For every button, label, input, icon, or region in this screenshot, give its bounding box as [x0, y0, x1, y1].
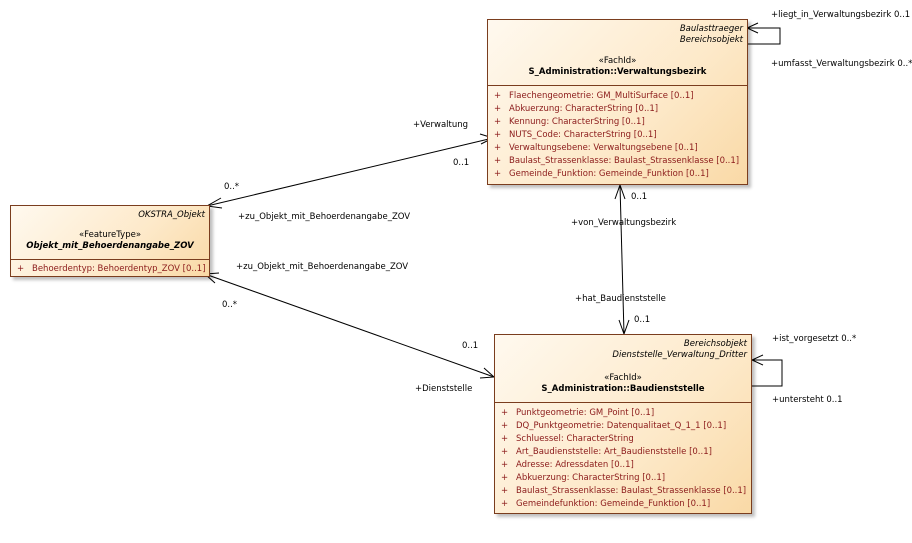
- assoc-verwaltungsbezirk-baudienststelle[interactable]: [619, 184, 625, 335]
- class-verwaltungsbezirk[interactable]: Baulasttraeger Bereichsobjekt «FachId» S…: [487, 19, 748, 185]
- attribute-row[interactable]: +Behoerdentyp: Behoerdentyp_ZOV [0..1]: [17, 264, 206, 274]
- class-header: Baulasttraeger Bereichsobjekt «FachId» S…: [488, 20, 747, 86]
- class-tags: Baulasttraeger Bereichsobjekt: [680, 24, 743, 46]
- role-dienststelle: +Dienststelle: [415, 384, 473, 394]
- class-name: Objekt_mit_Behoerdenangabe_ZOV: [26, 241, 194, 251]
- class-header: Bereichsobjekt Dienststelle_Verwaltung_D…: [495, 335, 751, 403]
- class-name: S_Administration::Verwaltungsbezirk: [528, 67, 707, 77]
- tag-baulasttraeger: Baulasttraeger: [679, 24, 743, 34]
- attribute-row[interactable]: +Schluessel: CharacterString: [501, 434, 634, 444]
- class-tags: OKSTRA_Objekt: [138, 210, 205, 221]
- attribute-row[interactable]: +DQ_Punktgeometrie: Datenqualitaet_Q_1_1…: [501, 421, 727, 431]
- class-stereotype: «FachId»: [604, 373, 642, 383]
- attribute-row[interactable]: +Kennung: CharacterString [0..1]: [494, 117, 645, 127]
- attribute-row[interactable]: +NUTS_Code: CharacterString [0..1]: [494, 130, 657, 140]
- attribute-row[interactable]: +Abkuerzung: CharacterString [0..1]: [494, 104, 659, 114]
- attribute-row[interactable]: +Baulast_Strassenklasse: Baulast_Strasse…: [501, 486, 747, 496]
- attribute-row[interactable]: +Gemeinde_Funktion: Gemeinde_Funktion [0…: [494, 169, 709, 179]
- class-stereotype: «FeatureType»: [78, 230, 142, 240]
- attribute-row[interactable]: +Adresse: Adressdaten [0..1]: [501, 460, 634, 470]
- role-verwaltung: +Verwaltung: [413, 120, 469, 130]
- role-ist-vorgesetzt: +ist_vorgesetzt 0..*: [772, 334, 857, 344]
- attribute-list: +Flaechengeometrie: GM_MultiSurface [0..…: [488, 86, 747, 181]
- class-header: OKSTRA_Objekt «FeatureType» Objekt_mit_B…: [11, 206, 209, 260]
- attribute-list: +Punktgeometrie: GM_Point [0..1] +DQ_Pun…: [495, 403, 751, 511]
- class-stereotype: «FachId»: [598, 56, 637, 66]
- role-zu-objekt-2: +zu_Objekt_mit_Behoerdenangabe_ZOV: [236, 262, 409, 272]
- arrowhead-self-loop-2: [750, 354, 764, 366]
- class-baudienststelle[interactable]: Bereichsobjekt Dienststelle_Verwaltung_D…: [494, 334, 752, 514]
- mult-dienststelle: 0..1: [462, 341, 479, 351]
- role-umfasst-verwaltungsbezirk: +umfasst_Verwaltungsbezirk 0..*: [771, 59, 912, 69]
- role-untersteht: +untersteht 0..1: [772, 395, 843, 405]
- tag-dienststelle-verwaltung-dritter: Dienststelle_Verwaltung_Dritter: [612, 350, 747, 360]
- attribute-row[interactable]: +Art_Baudienststelle: Art_Baudienststell…: [501, 447, 712, 457]
- attribute-row[interactable]: +Baulast_Strassenklasse: Baulast_Strasse…: [494, 156, 740, 166]
- role-hat-baudienststelle: +hat_Baudienststelle: [575, 294, 666, 304]
- role-zu-objekt-1: +zu_Objekt_mit_Behoerdenangabe_ZOV: [238, 212, 411, 222]
- tag-bereichsobjekt: Bereichsobjekt: [683, 339, 747, 349]
- class-tags: Bereichsobjekt Dienststelle_Verwaltung_D…: [612, 339, 747, 361]
- mult-hat-baudienststelle: 0..1: [634, 315, 651, 325]
- mult-zu-objekt-2: 0..*: [222, 300, 238, 310]
- attribute-list: +Behoerdentyp: Behoerdentyp_ZOV [0..1]: [11, 260, 209, 276]
- attribute-row[interactable]: +Gemeindefunktion: Gemeinde_Funktion [0.…: [501, 499, 711, 509]
- class-objekt-mit-behoerdenangabe[interactable]: OKSTRA_Objekt «FeatureType» Objekt_mit_B…: [10, 205, 210, 277]
- class-name: S_Administration::Baudienststelle: [541, 384, 705, 394]
- mult-verwaltung: 0..1: [453, 158, 470, 168]
- assoc-objekt-verwaltungsbezirk[interactable]: [206, 137, 494, 207]
- mult-von-verwaltungsbezirk: 0..1: [631, 192, 648, 202]
- tag-okstra-objekt: OKSTRA_Objekt: [138, 210, 205, 220]
- self-loop-baudienststelle[interactable]: [752, 359, 783, 387]
- self-loop-verwaltungsbezirk[interactable]: [747, 27, 781, 45]
- attribute-row[interactable]: +Punktgeometrie: GM_Point [0..1]: [501, 408, 655, 418]
- attribute-row[interactable]: +Flaechengeometrie: GM_MultiSurface [0..…: [494, 91, 694, 101]
- role-von-verwaltungsbezirk: +von_Verwaltungsbezirk: [571, 218, 677, 228]
- attribute-row[interactable]: +Verwaltungsebene: Verwaltungsebene [0..…: [494, 143, 698, 153]
- mult-zu-objekt-1: 0..*: [224, 182, 240, 192]
- arrowhead-up: [614, 183, 626, 200]
- role-liegt-in-verwaltungsbezirk: +liegt_in_Verwaltungsbezirk 0..1: [771, 10, 911, 20]
- tag-bereichsobjekt: Bereichsobjekt: [679, 35, 743, 45]
- assoc-objekt-baudienststelle[interactable]: [204, 273, 495, 378]
- attribute-row[interactable]: +Abkuerzung: CharacterString [0..1]: [501, 473, 666, 483]
